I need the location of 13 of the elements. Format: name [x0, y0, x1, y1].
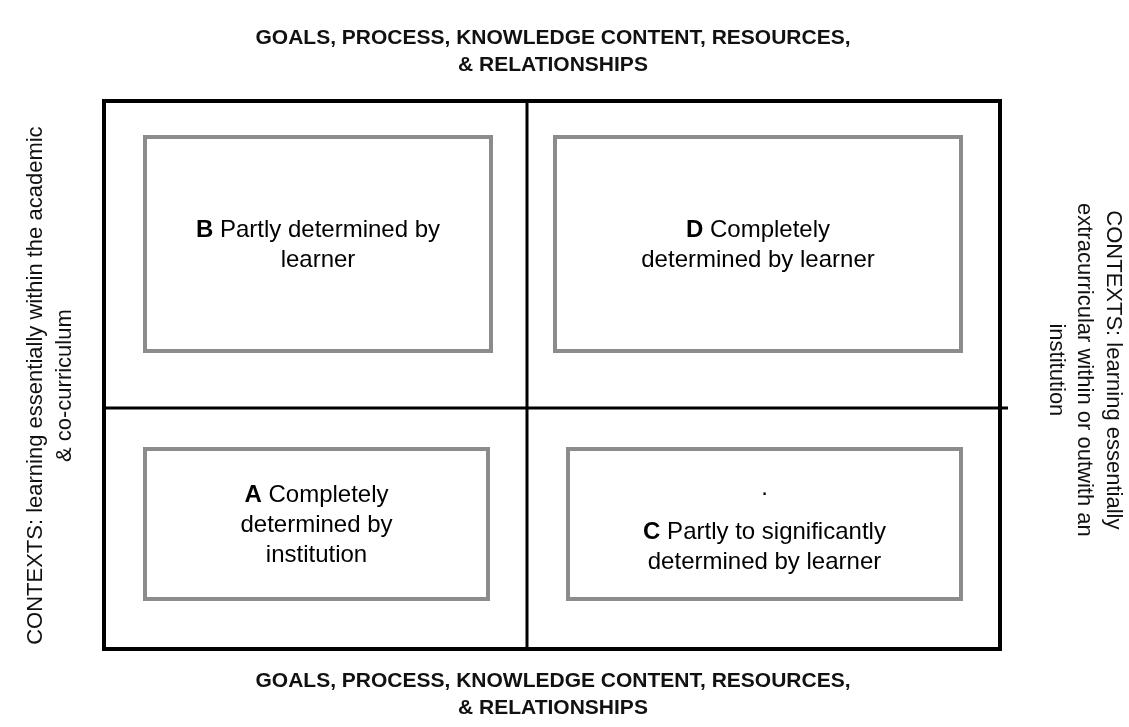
quadrant-text: .	[761, 472, 768, 502]
quadrant-text: B Partly determined by learner	[194, 214, 442, 274]
axis-heading: GOALS, PROCESS, KNOWLEDGE CONTENT, RESOURCES, & RELATIONSHIPS	[254, 666, 852, 720]
axis-heading: CONTEXTS: learning essentially within the academic & co-curriculum	[21, 125, 77, 646]
axis-heading: GOALS, PROCESS, KNOWLEDGE CONTENT, RESOURCES, & RELATIONSHIPS	[254, 23, 852, 77]
quadrant-box	[143, 447, 490, 601]
quadrant-text: D Completely determined by learner	[640, 214, 876, 274]
axis-heading: CONTEXTS: learning essentially extracurricular within or outwith an institution	[1043, 202, 1128, 539]
quadrant-box	[553, 135, 963, 353]
quadrant-text: A Completely determined by institution	[239, 479, 394, 569]
quadrant-box	[566, 447, 963, 601]
quadrant-box	[143, 135, 493, 353]
quadrant-text: C Partly to significantly determined by learner	[642, 516, 887, 576]
